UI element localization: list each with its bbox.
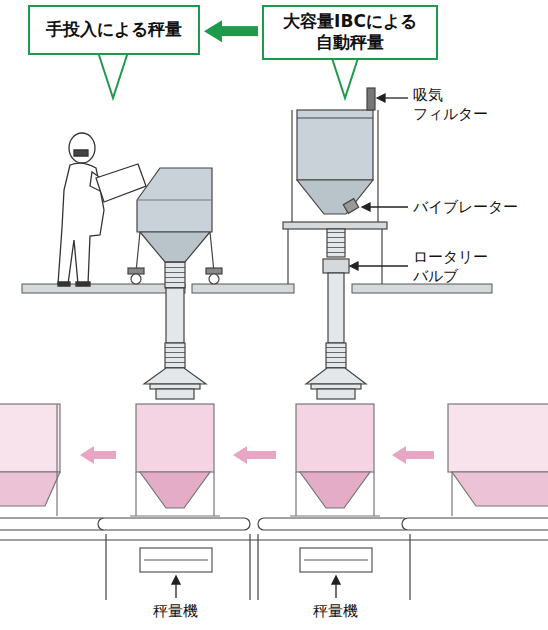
leader-arrow	[172, 94, 408, 598]
flow-arrow	[204, 20, 258, 42]
callout-box: 大容量IBCによる 自動秤量	[262, 5, 438, 60]
part-label: 秤量機	[313, 602, 358, 621]
scale	[140, 548, 372, 572]
ibc-container	[283, 88, 387, 399]
part-label: 秤量機	[153, 602, 198, 621]
vibrator	[343, 199, 358, 214]
air-filter	[367, 88, 375, 110]
part-label: 吸気 フィルター	[413, 86, 488, 124]
callout-box: 手投入による秤量	[28, 5, 200, 55]
manual-hopper	[128, 168, 222, 399]
rotary-valve	[323, 259, 349, 273]
receiving-ibc	[0, 404, 548, 516]
conveyor	[0, 518, 548, 600]
part-label: ロータリー バルブ	[413, 248, 488, 286]
flow-arrow	[80, 446, 434, 464]
operator-figure	[58, 133, 146, 286]
part-label: バイブレーター	[413, 198, 518, 217]
callout-text: 手投入による秤量	[46, 19, 182, 40]
callout-text: 大容量IBCによる 自動秤量	[283, 11, 417, 54]
callout-pointer	[98, 52, 128, 98]
